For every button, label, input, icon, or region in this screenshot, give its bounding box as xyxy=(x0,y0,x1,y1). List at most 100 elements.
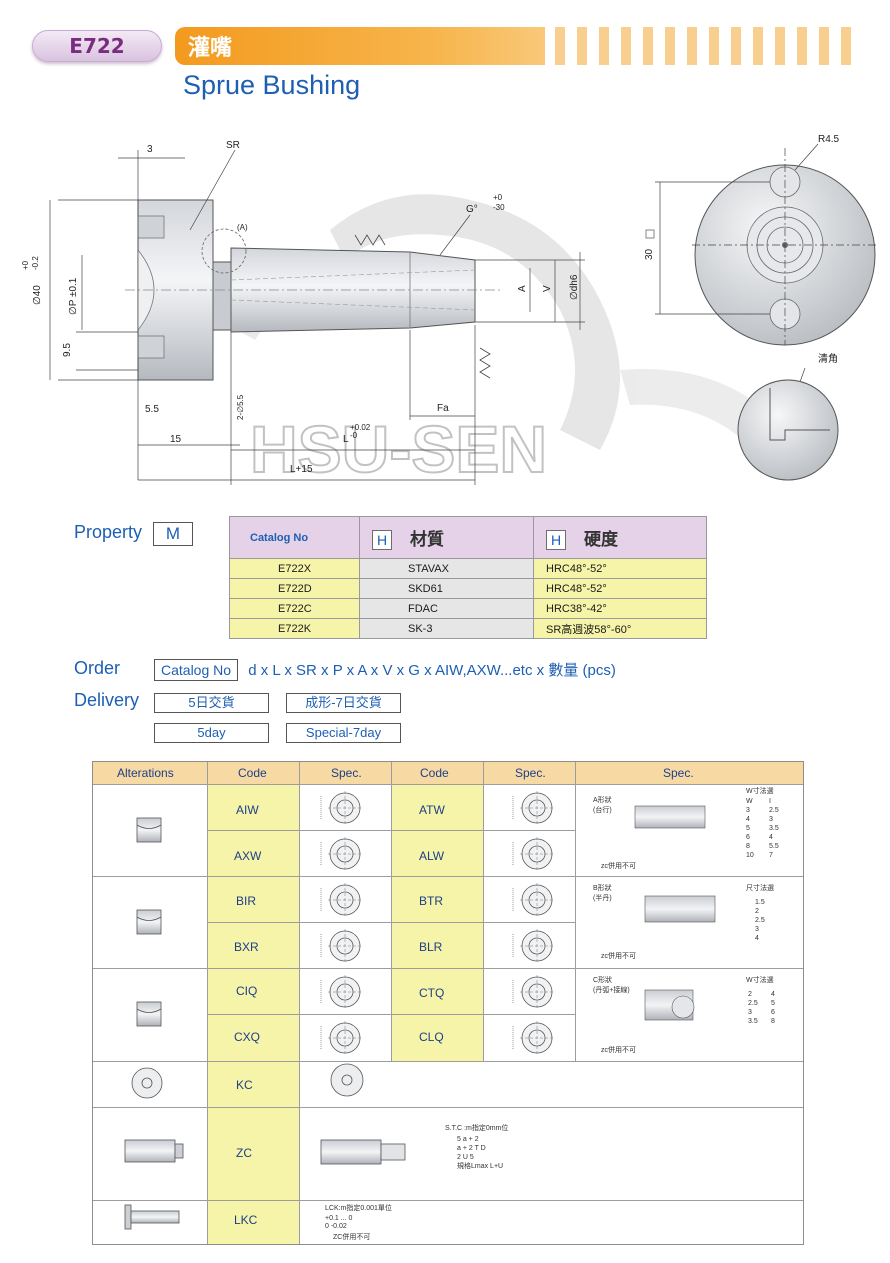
catalog-badge: E722 xyxy=(32,30,162,62)
svg-text:0 -0.02: 0 -0.02 xyxy=(325,1223,347,1230)
code-cxq: CXQ xyxy=(234,1030,261,1044)
table-row: E722D SKD61 HRC48°-52° xyxy=(229,578,707,599)
svg-text:+0.02: +0.02 xyxy=(350,423,371,432)
order-label: Order xyxy=(74,658,121,678)
code-atw: ATW xyxy=(419,803,445,817)
svg-text:-0: -0 xyxy=(350,431,358,440)
svg-text:3: 3 xyxy=(755,926,759,933)
svg-text:L+15: L+15 xyxy=(290,464,313,475)
svg-text:A: A xyxy=(517,285,528,292)
svg-text:+0: +0 xyxy=(493,193,503,202)
svg-text:S.T.C :m指定0mm位: S.T.C :m指定0mm位 xyxy=(445,1123,508,1132)
delivery-standard-en: 5day xyxy=(154,723,269,743)
svg-text:ZC併用不可: ZC併用不可 xyxy=(333,1232,370,1241)
svg-text:5.5: 5.5 xyxy=(145,404,159,415)
table-row: E722C FDAC HRC38°-42° xyxy=(229,598,707,619)
delivery-label: Delivery xyxy=(74,690,140,710)
svg-text:8: 8 xyxy=(746,843,750,850)
alteration-a-glyph xyxy=(136,817,162,843)
svg-text:4: 4 xyxy=(771,991,775,998)
svg-text:5: 5 xyxy=(771,1000,775,1007)
svg-text:LCK:m指定0.001單位: LCK:m指定0.001單位 xyxy=(325,1203,392,1212)
svg-text:3: 3 xyxy=(748,1009,752,1016)
code-btr: BTR xyxy=(419,894,443,908)
svg-text:30: 30 xyxy=(644,248,655,260)
svg-text:6: 6 xyxy=(746,834,750,841)
hardness-h-box: H xyxy=(546,530,566,550)
code-axw: AXW xyxy=(234,849,262,863)
code-alw: ALW xyxy=(419,849,445,863)
code-blr: BLR xyxy=(419,940,443,954)
svg-text:zc併用不可: zc併用不可 xyxy=(601,951,636,960)
svg-text:+0.1 ... 0: +0.1 ... 0 xyxy=(325,1215,353,1222)
svg-text:zc併用不可: zc併用不可 xyxy=(601,1045,636,1054)
alteration-c-glyph xyxy=(136,1001,162,1027)
svg-text:5 a + 2: 5 a + 2 xyxy=(457,1136,479,1143)
svg-text:3.5: 3.5 xyxy=(769,825,779,832)
property-code-box: M xyxy=(153,522,193,546)
svg-text:C形狀: C形狀 xyxy=(593,975,612,984)
svg-text:(丹弧+接線): (丹弧+接線) xyxy=(593,985,630,994)
svg-text:(半丹): (半丹) xyxy=(593,893,612,902)
alteration-b-glyph xyxy=(136,909,162,935)
lkc-glyph xyxy=(124,1204,132,1230)
code-bxr: BXR xyxy=(234,940,259,954)
code-aiw: AIW xyxy=(236,803,259,817)
svg-text:(A): (A) xyxy=(237,223,248,232)
svg-text:A形狀: A形狀 xyxy=(593,795,612,804)
svg-text:2.5: 2.5 xyxy=(769,807,779,814)
svg-text:∅dh6: ∅dh6 xyxy=(569,274,580,300)
material-h-box: H xyxy=(372,530,392,550)
svg-text:2.5: 2.5 xyxy=(748,1000,758,1007)
kc-glyph xyxy=(131,1067,163,1099)
watermark-text: HSU-SEN xyxy=(250,412,547,486)
svg-text:SR: SR xyxy=(226,140,240,151)
technical-drawing: HSU-SEN 3 SR (A) G° +0 xyxy=(21,134,878,487)
svg-text:L: L xyxy=(343,434,349,445)
svg-text:3: 3 xyxy=(769,816,773,823)
svg-text:4: 4 xyxy=(746,816,750,823)
svg-text:W: W xyxy=(746,798,753,805)
alterations-table: Alterations Code Spec. Code Spec. Spec. … xyxy=(92,761,804,1245)
svg-text:zc併用不可: zc併用不可 xyxy=(601,861,636,870)
title-stripes xyxy=(555,27,865,65)
svg-text:清角: 清角 xyxy=(818,352,838,365)
svg-text:2.5: 2.5 xyxy=(755,917,765,924)
code-clq: CLQ xyxy=(419,1030,444,1044)
svg-text:尺寸法選: 尺寸法選 xyxy=(746,883,774,892)
delivery-special-cn: 成形-7日交貨 xyxy=(286,693,401,713)
svg-text:I: I xyxy=(769,798,771,805)
title-bar xyxy=(175,27,545,65)
alterations-header: Alterations Code Spec. Code Spec. Spec. xyxy=(93,762,803,784)
svg-text:(台行): (台行) xyxy=(593,805,612,814)
svg-text:規格Lmax L+U: 規格Lmax L+U xyxy=(457,1161,503,1170)
code-ciq: CIQ xyxy=(236,984,258,998)
svg-text:-0.2: -0.2 xyxy=(31,256,40,270)
order-formula-row: Catalog No d x L x SR x P x A x V x G x … xyxy=(154,659,616,681)
svg-text:a + 2 T D: a + 2 T D xyxy=(457,1145,486,1152)
svg-text:G°: G° xyxy=(466,204,478,215)
svg-text:15: 15 xyxy=(170,434,182,445)
delivery-standard-cn: 5日交貨 xyxy=(154,693,269,713)
delivery-special-en: Special-7day xyxy=(286,723,401,743)
svg-text:10: 10 xyxy=(746,852,754,859)
svg-text:5.5: 5.5 xyxy=(769,843,779,850)
order-catalog-box: Catalog No xyxy=(154,659,239,681)
svg-text:4: 4 xyxy=(755,935,759,942)
code-kc: KC xyxy=(236,1078,253,1092)
svg-text:2-∅5.5: 2-∅5.5 xyxy=(236,394,245,420)
svg-text:9.5: 9.5 xyxy=(62,343,73,357)
svg-text:R4.5: R4.5 xyxy=(818,134,840,145)
code-zc: ZC xyxy=(236,1146,252,1160)
col-catalog-no: Catalog No xyxy=(229,516,360,559)
page-title-en: Sprue Bushing xyxy=(183,70,361,100)
svg-text:2 U 5: 2 U 5 xyxy=(457,1154,474,1161)
svg-text:4: 4 xyxy=(769,834,773,841)
code-bir: BIR xyxy=(236,894,257,908)
order-formula: d x L x SR x P x A x V x G x AIW,AXW...e… xyxy=(248,662,616,679)
code-lkc: LKC xyxy=(234,1213,258,1227)
svg-text:B形狀: B形狀 xyxy=(593,883,612,892)
svg-text:3: 3 xyxy=(147,144,153,155)
